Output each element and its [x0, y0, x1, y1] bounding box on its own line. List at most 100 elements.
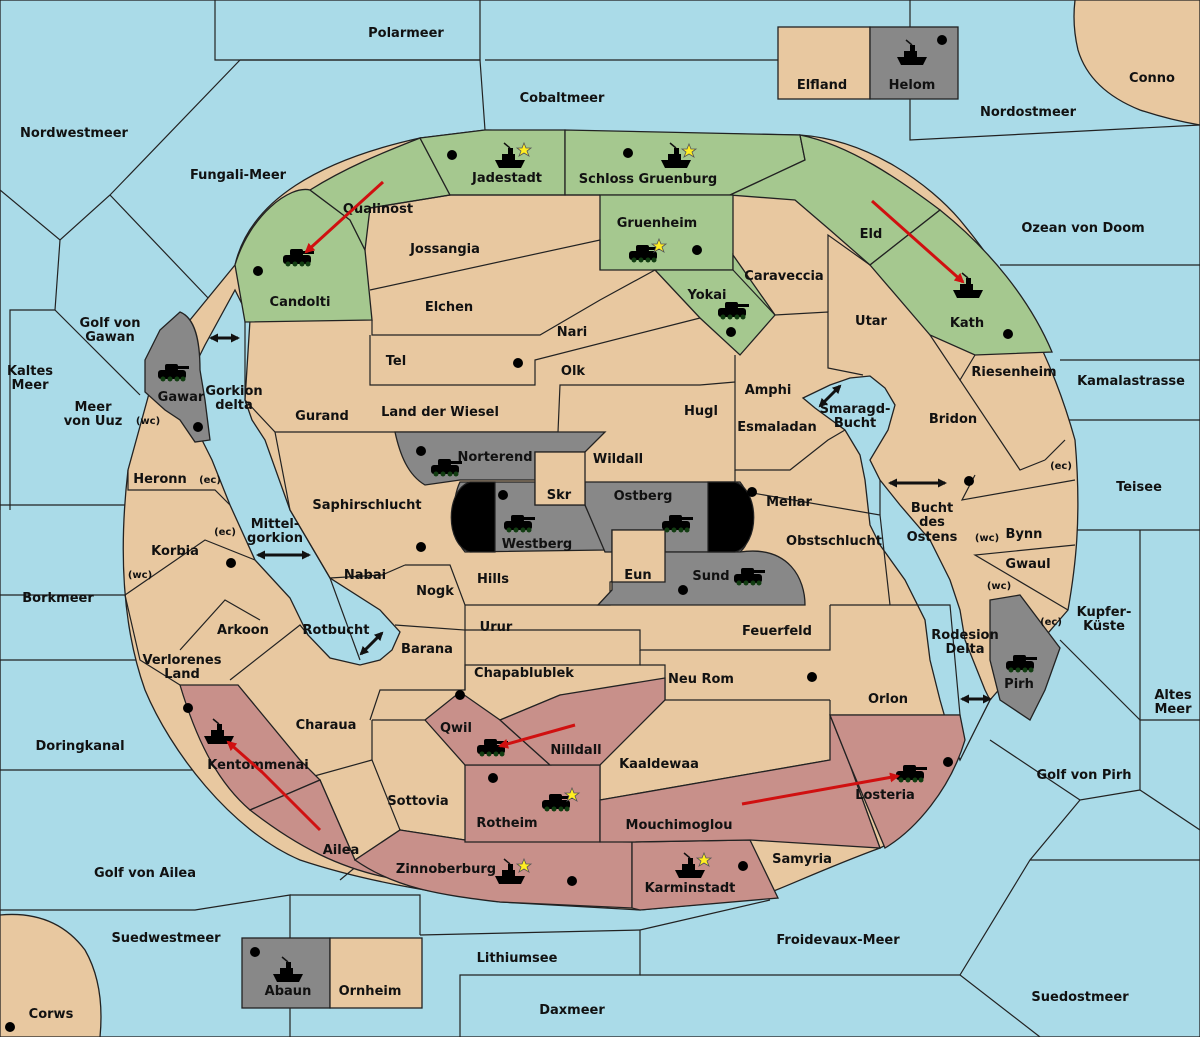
label-nordostmeer: Nordostmeer — [980, 105, 1077, 120]
order-arrow-nilldall-qwil — [498, 723, 576, 749]
coast-tags: (wc) (ec) (ec) (wc) (ec) (wc) (wc) (ec) — [128, 416, 1072, 628]
label-riesenheim: Riesenheim — [971, 365, 1056, 380]
order-arrow-mouchimoglou-losteria — [741, 772, 900, 806]
coast-gawar-wc: (wc) — [136, 416, 160, 427]
supply-center-icon — [747, 487, 757, 497]
label-nabai: Nabai — [344, 568, 386, 583]
label-kamalastrasse: Kamalastrasse — [1077, 374, 1185, 389]
label-jossangia: Jossangia — [409, 242, 480, 257]
label-rotheim: Rotheim — [476, 816, 537, 831]
label-bucht-3: Ostens — [907, 530, 958, 545]
supply-center-icon — [692, 245, 702, 255]
label-borkmeer: Borkmeer — [22, 591, 94, 606]
label-samyria: Samyria — [772, 852, 832, 867]
label-nogk: Nogk — [416, 584, 454, 599]
region-gruenheim[interactable] — [599, 194, 734, 271]
label-kaaldewaa: Kaaldewaa — [619, 757, 699, 772]
supply-center-icon — [498, 490, 508, 500]
region-corws[interactable] — [0, 913, 102, 1037]
label-ostberg: Ostberg — [614, 489, 673, 504]
label-losteria: Losteria — [855, 788, 915, 803]
supply-center-icon — [964, 476, 974, 486]
region-skr[interactable] — [534, 451, 586, 506]
label-barana: Barana — [401, 642, 453, 657]
order-arrow-ailea-kentommenai — [259, 769, 322, 832]
label-golf-gawan-1: Golf von — [80, 316, 141, 331]
label-urur: Urur — [480, 620, 513, 635]
coast-bridon-ec: (ec) — [1050, 461, 1072, 472]
label-gawar: Gawar — [158, 390, 205, 405]
supply-center-icon — [738, 861, 748, 871]
label-land-wiesel: Land der Wiesel — [381, 405, 499, 420]
label-wildall: Wildall — [593, 452, 643, 467]
label-smaragd-2: Bucht — [834, 416, 876, 431]
label-abaun: Abaun — [265, 984, 312, 999]
supply-center-icon — [253, 266, 263, 276]
label-westberg: Westberg — [502, 537, 572, 552]
label-nordwestmeer: Nordwestmeer — [20, 126, 128, 141]
coast-heronn-ec: (ec) — [199, 475, 221, 486]
inner-channel — [179, 288, 401, 666]
impassable-east — [707, 481, 755, 553]
coast-bynn-wc: (wc) — [975, 533, 999, 544]
label-zinnoberburg: Zinnoberburg — [396, 862, 496, 877]
label-corws: Corws — [29, 1007, 74, 1022]
region-eun[interactable] — [611, 529, 666, 583]
label-caraveccia: Caraveccia — [744, 269, 823, 284]
label-rodesion-1: Rodesion — [931, 628, 998, 643]
label-lithiumsee: Lithiumsee — [477, 951, 558, 966]
region-elfland[interactable] — [777, 26, 871, 100]
supply-center-icon — [937, 35, 947, 45]
region-mouchimoglou[interactable] — [599, 714, 881, 849]
label-heronn: Heronn — [133, 472, 187, 487]
label-froidevaux: Froidevaux-Meer — [776, 933, 900, 948]
label-suedwestmeer: Suedwestmeer — [111, 931, 221, 946]
label-gorkion-2: delta — [215, 398, 253, 413]
label-candolti: Candolti — [270, 295, 331, 310]
label-rotbucht: Rotbucht — [303, 623, 370, 638]
supply-center-icon — [193, 422, 203, 432]
label-altes-2: Meer — [1155, 702, 1193, 717]
order-arrow-qualinost-candolti — [304, 180, 385, 254]
label-bucht-1: Bucht — [911, 501, 953, 516]
label-teisee: Teisee — [1116, 480, 1162, 495]
adjacency-arrows — [209, 333, 992, 704]
label-smaragd-1: Smaragd- — [820, 402, 891, 417]
label-utar: Utar — [855, 314, 888, 329]
region-nilldall[interactable] — [498, 677, 666, 766]
impassable-west — [450, 481, 496, 553]
label-eld: Eld — [860, 227, 883, 242]
label-kaltes-1: Kaltes — [7, 364, 53, 379]
label-polarmeer: Polarmeer — [368, 26, 444, 41]
supply-center-icon — [226, 558, 236, 568]
supply-center-icon — [488, 773, 498, 783]
order-arrow-eld-kath — [871, 199, 965, 284]
region-conno[interactable] — [1073, 0, 1200, 126]
region-ornheim[interactable] — [329, 937, 423, 1009]
label-meer-uuz-1: Meer — [75, 400, 113, 415]
region-eld[interactable] — [727, 134, 942, 266]
label-bucht-2: des — [919, 515, 945, 530]
label-sottovia: Sottovia — [387, 794, 448, 809]
supply-center-icon — [567, 876, 577, 886]
label-verlorenes-2: Land — [164, 667, 200, 682]
label-neu-rom: Neu Rom — [668, 672, 734, 687]
label-cobaltmeer: Cobaltmeer — [520, 91, 605, 106]
label-mellar: Mellar — [766, 495, 812, 510]
label-mittel-1: Mittel- — [251, 517, 300, 532]
coast-korbia-wc: (wc) — [128, 570, 152, 581]
label-tel: Tel — [386, 354, 406, 369]
supply-center-icon — [5, 1022, 15, 1032]
label-doringkanal: Doringkanal — [35, 739, 124, 754]
label-amphi: Amphi — [745, 383, 792, 398]
label-ozean-doom: Ozean von Doom — [1021, 221, 1144, 236]
double-arrow-icon — [359, 631, 384, 656]
label-feuerfeld: Feuerfeld — [742, 624, 812, 639]
coast-gwaul-ec: (ec) — [1040, 617, 1062, 628]
label-kaltes-2: Meer — [12, 378, 50, 393]
label-norterend: Norterend — [457, 450, 532, 465]
supply-center-icon — [416, 542, 426, 552]
label-gorkion-1: Gorkion — [205, 384, 262, 399]
